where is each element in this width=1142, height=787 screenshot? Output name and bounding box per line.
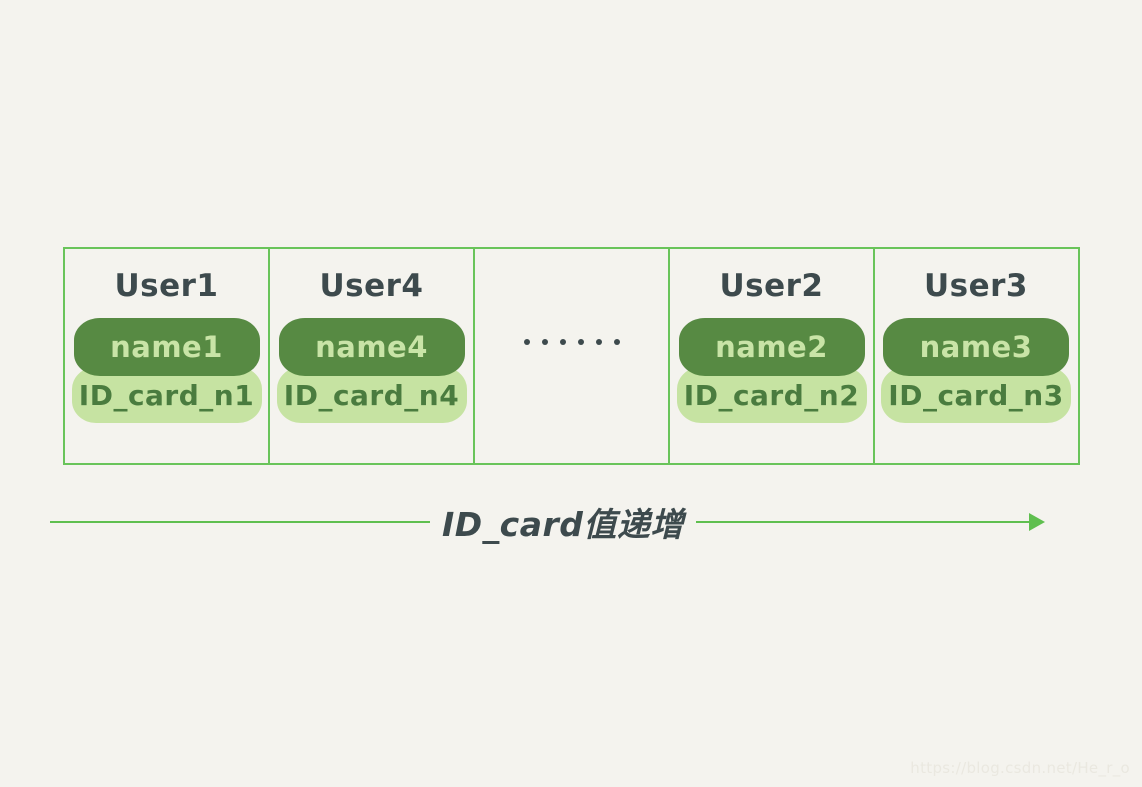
index-cell-user4: User4 name4 ID_card_n4	[270, 249, 475, 463]
ellipsis-dots-icon	[523, 339, 620, 345]
watermark: https://blog.csdn.net/He_r_o	[910, 759, 1130, 777]
pill-stack: name3 ID_card_n3	[875, 318, 1077, 423]
name-pill: name3	[883, 318, 1069, 376]
id-card-pill: ID_card_n2	[676, 367, 867, 423]
arrow-line-right	[695, 520, 1031, 524]
arrow-label: ID_card值递增	[442, 505, 684, 544]
cell-title: User3	[923, 268, 1028, 304]
pill-stack: name2 ID_card_n2	[670, 318, 873, 423]
increasing-order-arrow: ID_card值递增	[50, 492, 1090, 552]
id-card-pill: ID_card_n3	[881, 367, 1071, 423]
index-cell-user1: User1 name1 ID_card_n1	[65, 249, 270, 463]
index-cell-ellipsis	[475, 249, 670, 463]
index-cell-user3: User3 name3 ID_card_n3	[875, 249, 1077, 463]
id-card-pill: ID_card_n4	[276, 367, 467, 423]
id-card-pill: ID_card_n1	[71, 367, 262, 423]
name-pill: name2	[678, 318, 865, 376]
cell-title: User2	[719, 268, 824, 304]
index-table: User1 name1 ID_card_n1 User4 name4 ID_ca…	[63, 247, 1080, 465]
index-cell-user2: User2 name2 ID_card_n2	[670, 249, 875, 463]
pill-stack: name4 ID_card_n4	[270, 318, 473, 423]
name-pill: name4	[278, 318, 465, 376]
name-pill: name1	[73, 318, 260, 376]
cell-title: User4	[319, 268, 424, 304]
arrow-head-icon	[1028, 513, 1045, 531]
pill-stack: name1 ID_card_n1	[65, 318, 268, 423]
cell-title: User1	[114, 268, 219, 304]
arrow-line-left	[50, 520, 430, 524]
